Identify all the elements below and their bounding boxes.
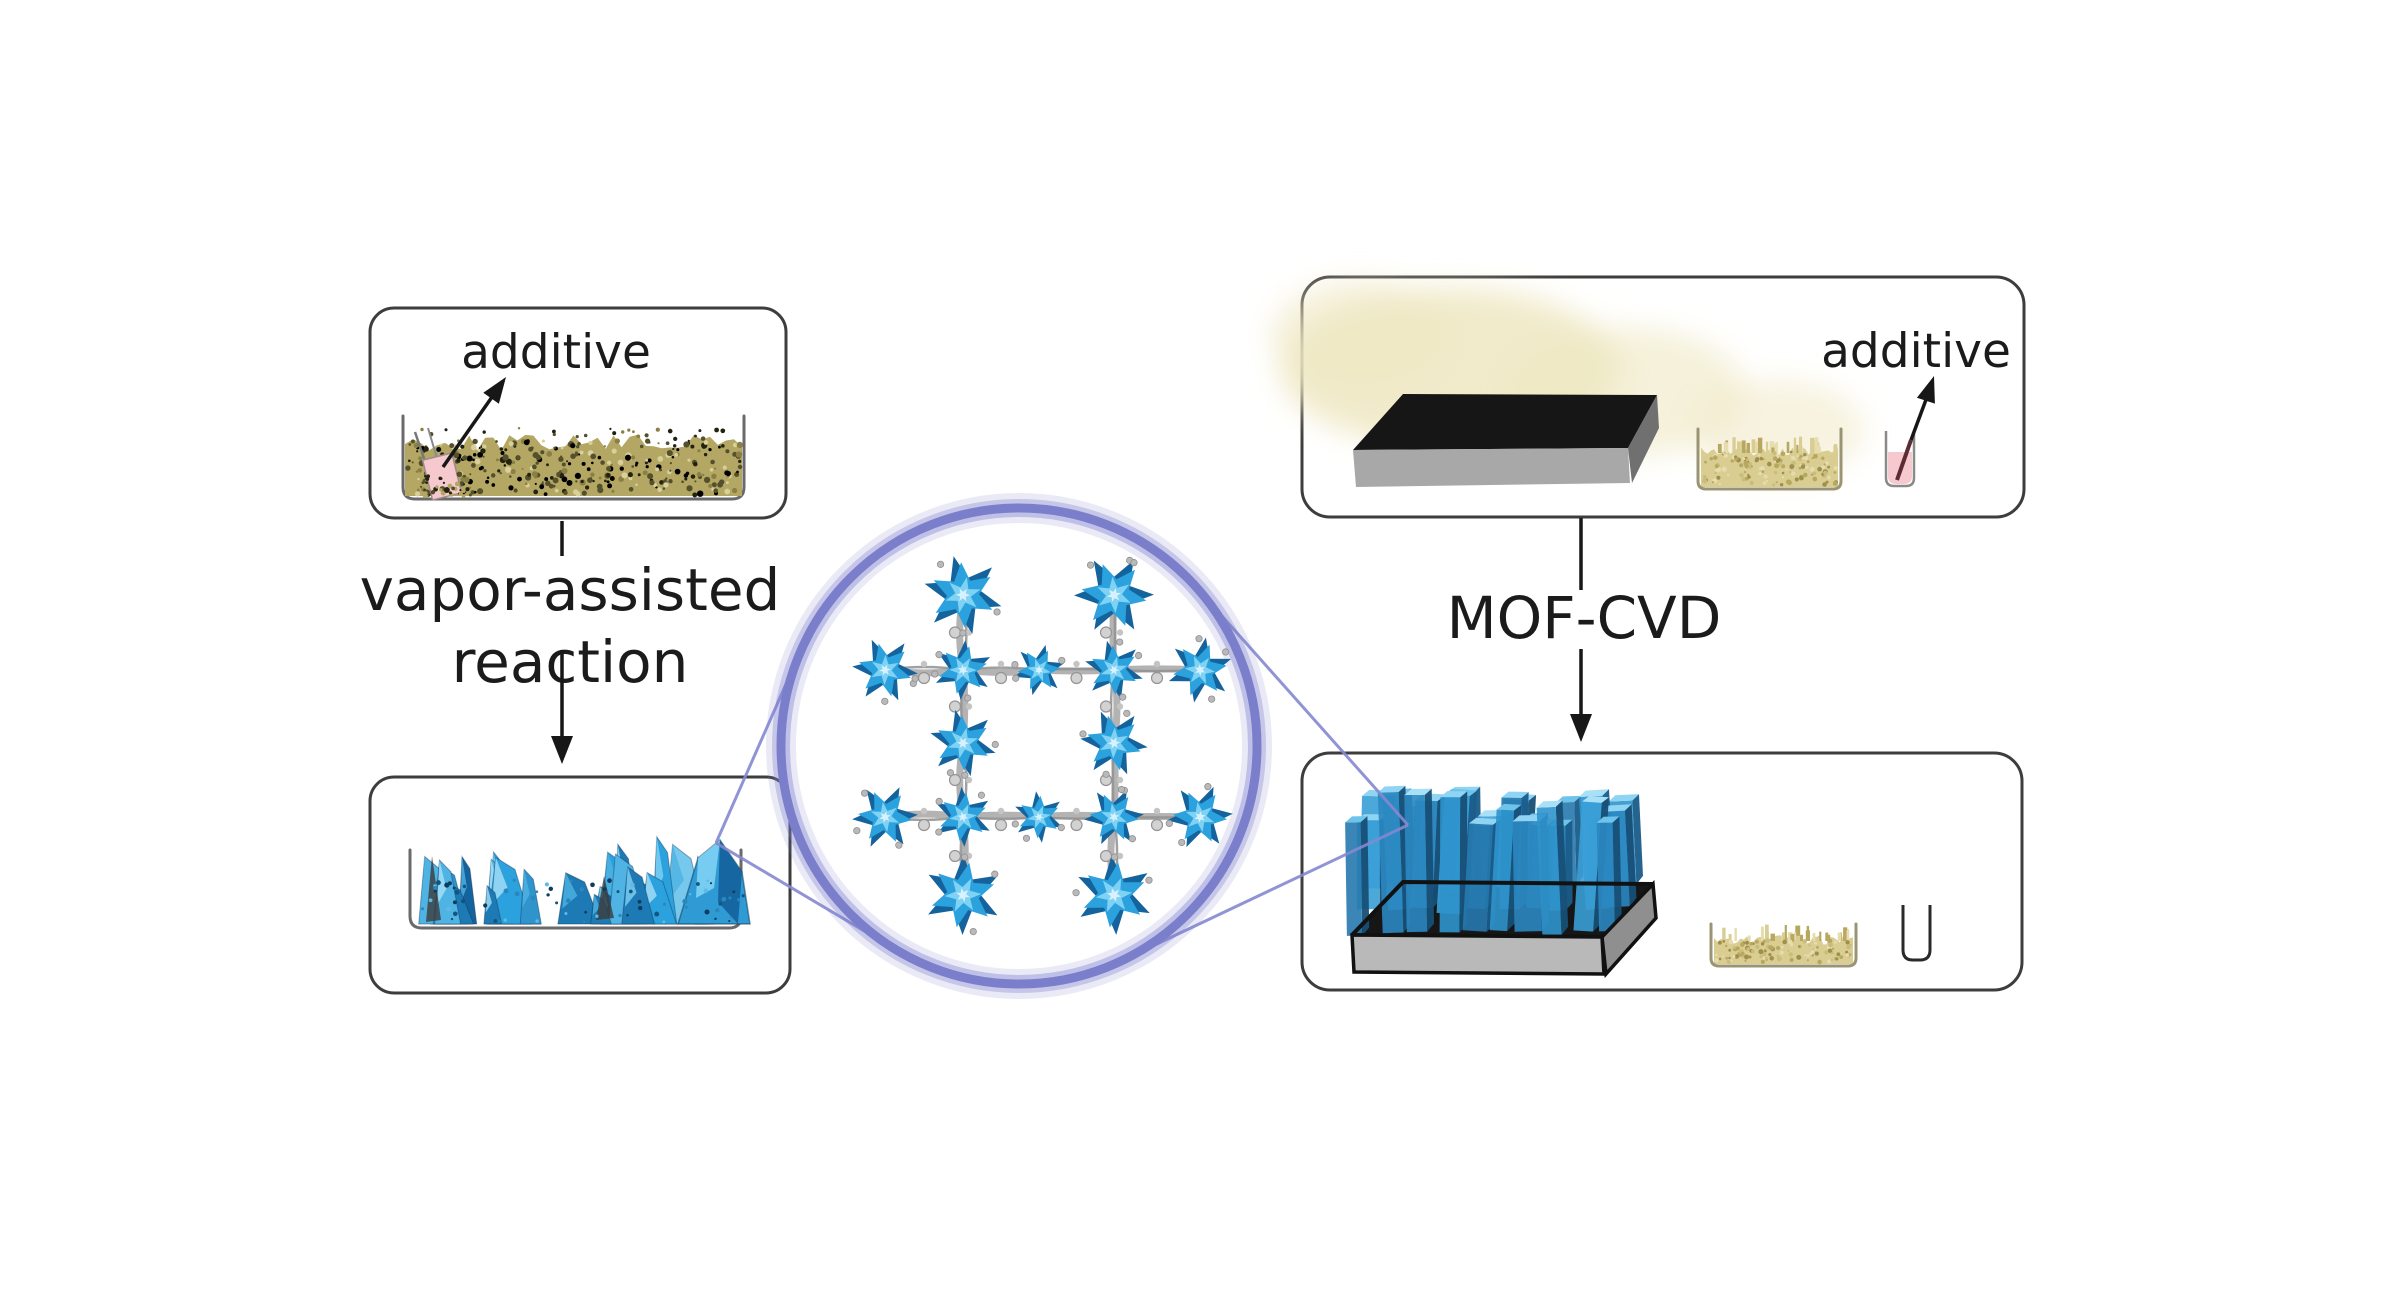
spent-linker-dish-icon [1709,922,1858,968]
panel-precursor-powder: additive [368,306,788,520]
panel-cvd-setup: additive [1270,275,2026,519]
flow-arrow-vapor-icon [551,650,573,764]
empty-vial-icon [1901,905,1932,962]
vapor-process-flow: vapor-assisted reaction [360,521,781,764]
powder-dish-icon [401,414,746,501]
process-label-vapor-line2: reaction [452,628,689,696]
magnifier-line-icon [1120,823,1409,963]
additive-arrow-right-icon [1895,376,1935,481]
magnifier-line-icon [1195,587,1410,826]
mof-film-crystals [1345,785,1643,936]
panel-mof-powder [368,775,792,995]
process-label-vapor-line1: vapor-assisted [360,556,781,624]
spent-linker-powder [1714,924,1853,965]
mof-structure [852,556,1233,936]
linker-powder [1701,436,1838,487]
additive-arrow-left-icon [441,377,506,469]
linker-dish-icon [1696,427,1843,491]
film-substrate-front [1350,933,1606,976]
additive-label-right: additive [1821,324,2011,379]
cvd-process-flow: MOF-CVD [1447,518,1722,742]
precursor-powder-overlay [419,471,470,499]
panel-cvd-film [1300,751,2024,992]
substrate-slab-icon [1353,394,1659,487]
flow-arrow-cvd-icon [1570,649,1592,742]
magnifier-circle-icon [766,493,1272,999]
additive-label-left: additive [461,325,651,380]
mof-powder-crystals [418,835,751,925]
process-label-mof-cvd: MOF-CVD [1447,584,1722,652]
